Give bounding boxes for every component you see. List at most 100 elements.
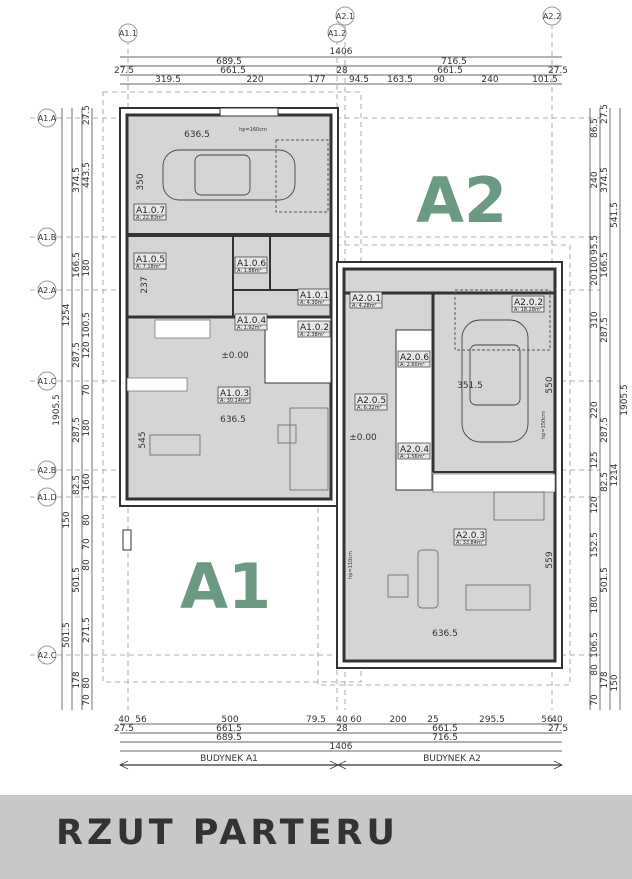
- room-id: A1.0.6: [237, 259, 266, 269]
- dimension-label: 180: [82, 259, 92, 276]
- inner-dimension-label: 559: [545, 551, 555, 568]
- axis-marker: [118, 23, 138, 43]
- room-id: A2.0.4: [400, 445, 429, 455]
- room-area: A: 4.28m²: [352, 303, 377, 309]
- dimension-label: 716.5: [432, 733, 458, 743]
- dimension-label: 160: [82, 473, 92, 490]
- dimension-label: 100: [590, 256, 600, 273]
- room-label-A1.0.1: A1.0.1A: 4.30m²: [297, 288, 331, 306]
- axis-label: A2.2: [543, 12, 561, 21]
- dimension-label: 120: [590, 496, 600, 513]
- dimension-label: 716.5: [441, 57, 467, 67]
- inner-dimension-label: hp=110cm: [348, 551, 354, 579]
- room-id: A1.0.2: [300, 323, 329, 333]
- axis-marker: [37, 227, 57, 247]
- room-label-A1.0.4: A1.0.4A: 1.92m²: [234, 313, 268, 331]
- dimension-label: 240: [590, 171, 600, 188]
- axis-marker: [37, 280, 57, 300]
- dimension-label: 40: [551, 715, 563, 725]
- room-label-A2.0.1: A2.0.1A: 4.28m²: [349, 291, 383, 309]
- dimension-label: 20: [590, 274, 600, 286]
- room-label-A2.0.2: A2.0.2A: 18.28m²: [511, 295, 545, 313]
- room-id: A1.0.3: [220, 389, 249, 399]
- room-area: A: 33.84m²: [456, 540, 484, 546]
- room-id: A2.0.3: [456, 531, 485, 541]
- dimension-label: 501.5: [600, 567, 610, 593]
- dimension-label: 60: [350, 715, 362, 725]
- dimension-label: 70: [82, 538, 92, 550]
- axis-label: A2.1: [336, 12, 354, 21]
- dimension-label: 25: [427, 715, 438, 725]
- dimension-label: 287.5: [600, 417, 610, 443]
- dimension-label: 106.5: [590, 632, 600, 658]
- dimension-label: 178: [600, 671, 610, 688]
- dimension-label: 689.5: [216, 57, 242, 67]
- building-a1: [119, 107, 339, 551]
- dimension-label: 27.5: [548, 66, 568, 76]
- car-icon: [162, 149, 296, 201]
- dimension-label: 220: [246, 75, 263, 85]
- axis-label: A1.A: [38, 114, 57, 123]
- inner-dimension-label: hp=150cm: [541, 411, 547, 439]
- page-title: RZUT PARTERU: [56, 813, 399, 853]
- dimension-label: 541.5: [610, 202, 620, 228]
- dimension-label: 82.5: [600, 472, 610, 492]
- inner-dimension-label: hp=160cm: [239, 127, 267, 133]
- axis-label: A2.B: [38, 466, 57, 475]
- room-id: A2.0.5: [357, 396, 386, 406]
- dimension-label: 70: [82, 384, 92, 396]
- room-label-A1.0.7: A1.0.7A: 22.83m²: [133, 203, 167, 221]
- dimension-label: 287.5: [72, 417, 82, 443]
- dimension-lines: [61, 56, 621, 770]
- dimension-label: 1406: [330, 742, 353, 752]
- axis-marker: [335, 6, 355, 26]
- dimension-label: 80: [82, 559, 92, 571]
- inner-dimension-label: ±0.00: [221, 351, 249, 361]
- dimension-label: 82.5: [72, 475, 82, 495]
- dimension-label: 1905.5: [52, 394, 62, 426]
- room-label-A2.0.3: A2.0.3A: 33.84m²: [453, 528, 487, 546]
- inner-dimension-label: 237: [140, 276, 150, 293]
- dimension-label: 28: [336, 724, 348, 734]
- room-id: A1.0.7: [136, 206, 165, 216]
- dimension-label: 310: [590, 311, 600, 328]
- dimension-label: 166.5: [72, 252, 82, 278]
- inner-dimension-label: 545: [138, 431, 148, 448]
- axis-marker: [37, 108, 57, 128]
- inner-dimension-label: 636.5: [432, 629, 458, 639]
- dimension-label: 661.5: [220, 66, 246, 76]
- dimension-label: 1214: [610, 463, 620, 486]
- dimension-label: 500: [221, 715, 238, 725]
- room-id: A1.0.1: [300, 291, 329, 301]
- dimension-label: 40: [118, 715, 130, 725]
- axis-label: A1.C: [38, 377, 57, 386]
- axis-label: A1.D: [37, 493, 56, 502]
- dimension-label: 27.5: [548, 724, 568, 734]
- dimension-label: 27.5: [600, 104, 610, 124]
- dimension-label: 100.5: [82, 312, 92, 338]
- room-area: A: 30.14m²: [220, 398, 248, 404]
- inner-dimension-label: ±0.00: [349, 433, 377, 443]
- dimension-label: 661.5: [437, 66, 463, 76]
- room-id: A2.0.2: [514, 298, 543, 308]
- axis-marker: [37, 487, 57, 507]
- room-area: A: 2.60m²: [400, 362, 425, 368]
- room-id: A2.0.1: [352, 294, 381, 304]
- dimension-label: 287.5: [600, 317, 610, 343]
- inner-dimension-label: 550: [545, 376, 555, 393]
- dimension-label: 180: [590, 596, 600, 613]
- inner-dimension-label: 351.5: [457, 381, 483, 391]
- dimension-label: 1905.5: [620, 384, 630, 416]
- axis-marker: [37, 645, 57, 665]
- inner-dimension-label: 350: [136, 173, 146, 190]
- dimension-label: 1254: [62, 303, 72, 326]
- building-name-label: BUDYNEK A1: [200, 754, 258, 764]
- room-id: A2.0.6: [400, 353, 429, 363]
- axis-label: A1.1: [119, 29, 137, 38]
- room-area: A: 1.88m²: [237, 268, 262, 274]
- dimension-label: 501.5: [62, 622, 72, 648]
- room-label-A1.0.6: A1.0.6A: 1.88m²: [234, 256, 268, 274]
- dimension-label: 125: [590, 451, 600, 468]
